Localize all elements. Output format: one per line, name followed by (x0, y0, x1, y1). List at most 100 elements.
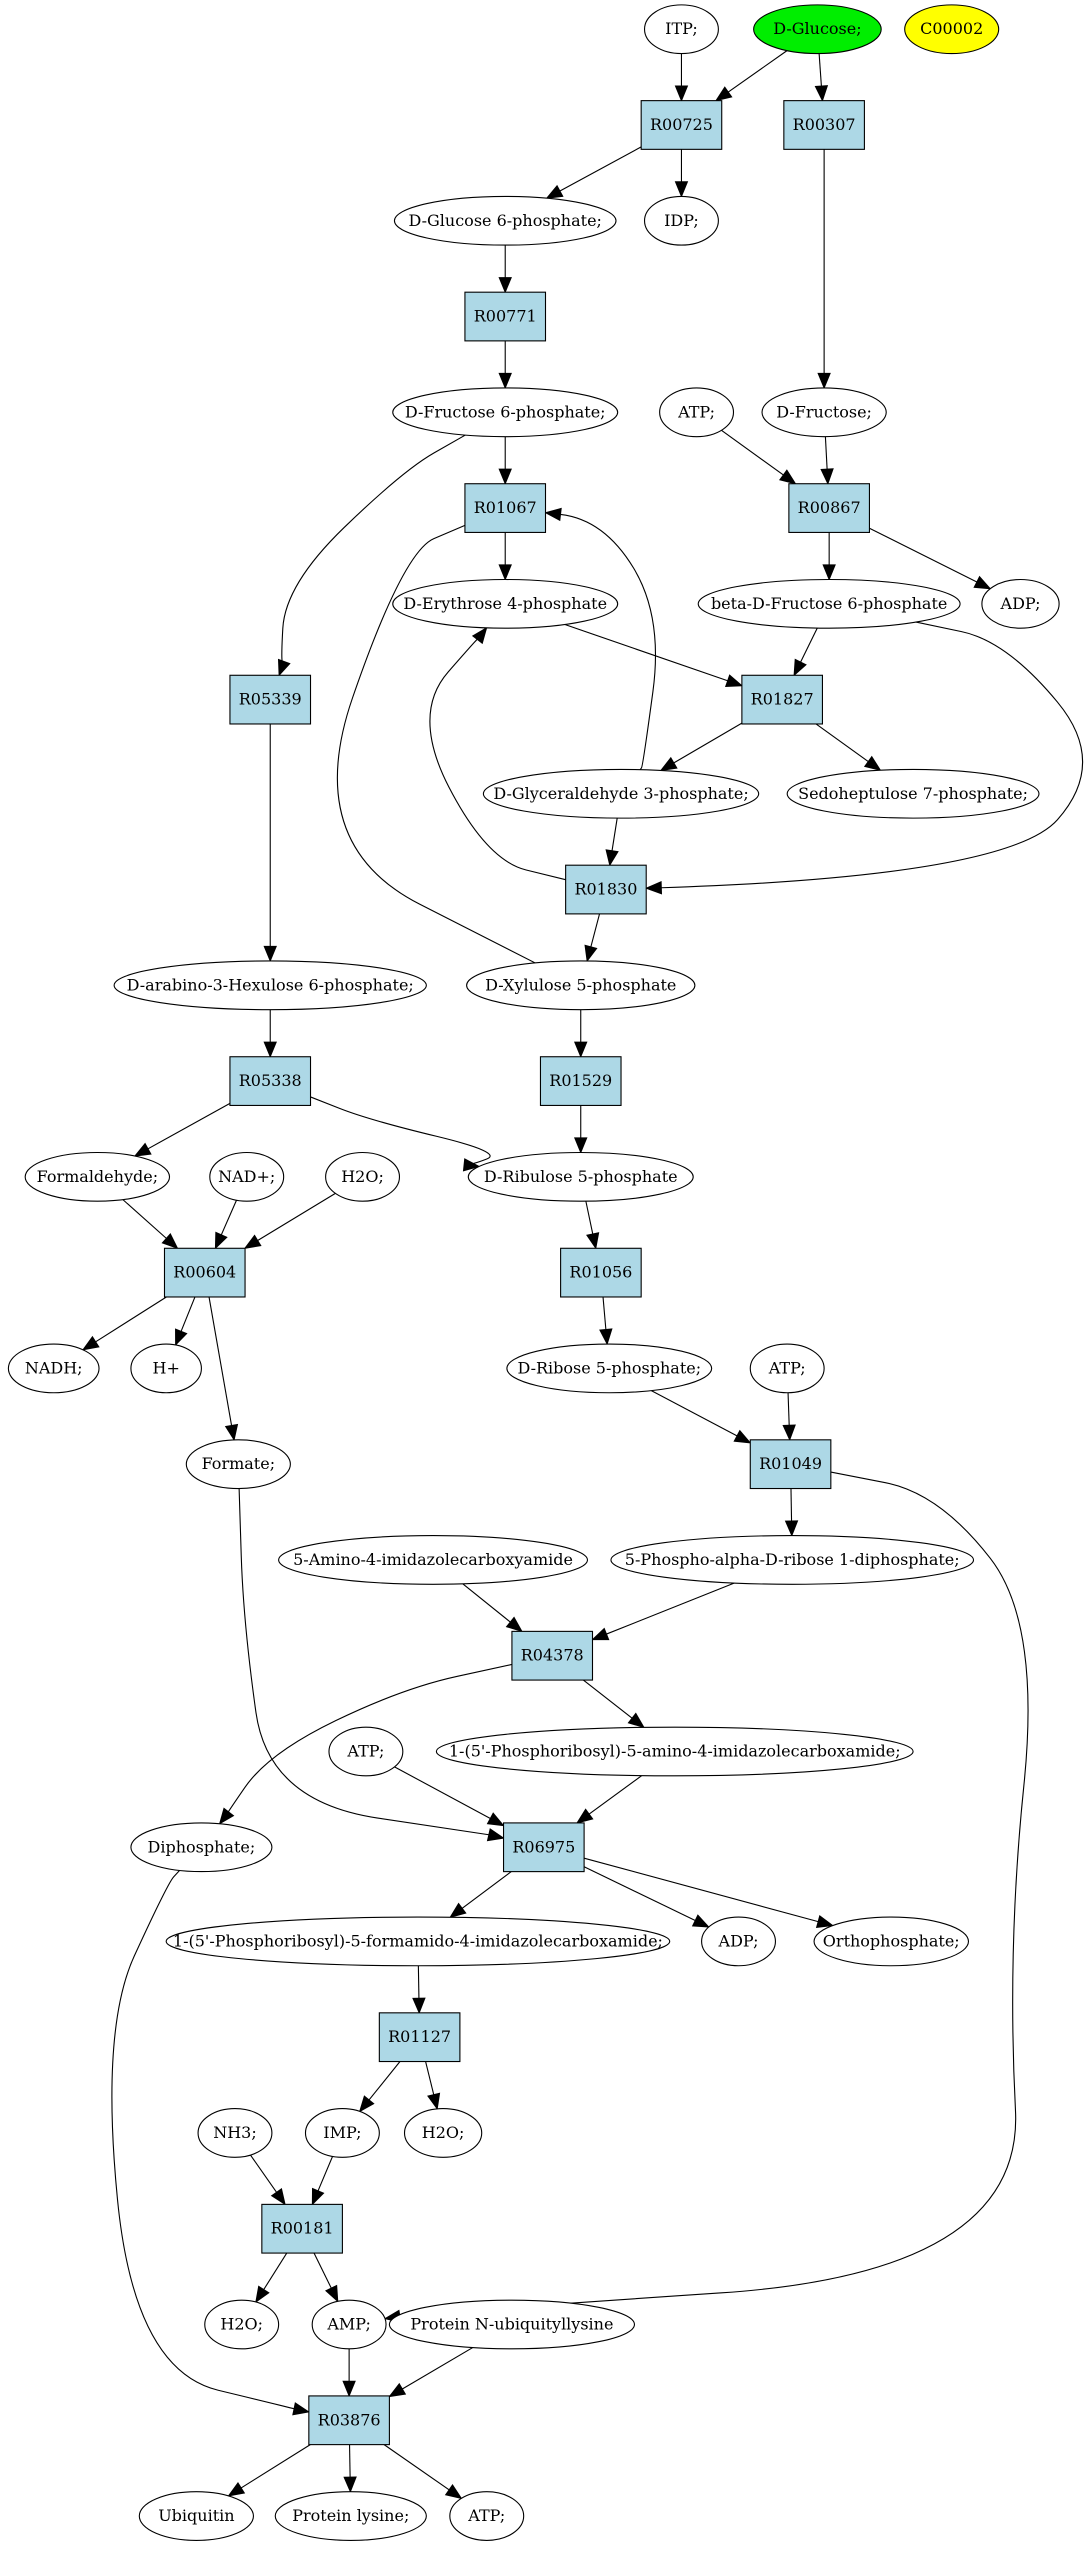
compound-node-atp3[interactable]: ATP; (328, 1726, 404, 1777)
compound-ellipse (311, 2299, 387, 2350)
compound-node-s7p[interactable]: Sedoheptulose 7-phosphate; (786, 768, 1040, 819)
reaction-node-r05339[interactable]: R05339 (229, 674, 312, 725)
compound-node-faicar[interactable]: 1-(5'-Phosphoribosyl)-5-formamido-4-imid… (165, 1916, 671, 1967)
edge-atp1-to-R00867 (721, 429, 784, 476)
compound-node-nadh[interactable]: NADH; (7, 1343, 100, 1394)
compound-node-aicar[interactable]: 1-(5'-Phosphoribosyl)-5-amino-4-imidazol… (435, 1726, 914, 1777)
arrowhead-ppi-to-R03876 (292, 2402, 311, 2416)
reaction-node-r00725[interactable]: R00725 (640, 100, 723, 150)
arrowhead-ga3p-to-R01067 (544, 507, 562, 522)
arrowhead-bf6p-to-R01830 (644, 881, 663, 895)
reaction-node-r00307[interactable]: R00307 (783, 100, 865, 150)
compound-node-ru5p[interactable]: D-Ribulose 5-phosphate (467, 1151, 694, 1202)
compound-label: ATP; (467, 2506, 505, 2525)
compound-node-plys[interactable]: Protein lysine; (274, 2491, 427, 2541)
compound-node-nh3[interactable]: NH3; (197, 2108, 273, 2158)
compound-ellipse (113, 960, 427, 1011)
reaction-node-r05338[interactable]: R05338 (229, 1056, 312, 1106)
compound-node-ubq[interactable]: Ubiquitin (138, 2491, 254, 2541)
compound-ellipse (435, 1726, 914, 1777)
compound-node-atp2[interactable]: ATP; (749, 1343, 825, 1394)
compound-node-formate[interactable]: Formate; (185, 1439, 291, 1490)
reaction-node-r01830[interactable]: R01830 (565, 864, 647, 915)
compound-node-adp2[interactable]: ADP; (701, 1916, 776, 1967)
edge-aicar-to-R06975 (588, 1775, 643, 1815)
compound-node-nad[interactable]: NAD+; (209, 1151, 285, 1202)
reaction-label: R01827 (751, 690, 814, 709)
compound-node-f6p[interactable]: D-Fructose 6-phosphate; (392, 387, 619, 438)
compound-node-e4p[interactable]: D-Erythrose 4-phosphate (392, 578, 619, 629)
compound-node-h2o3[interactable]: H2O; (204, 2299, 280, 2350)
reaction-node-r00867[interactable]: R00867 (788, 483, 870, 533)
compound-ellipse (753, 4, 882, 55)
compound-node-h2o1[interactable]: H2O; (325, 1151, 401, 1202)
reaction-node-r04378[interactable]: R04378 (511, 1630, 594, 1681)
reaction-node-r00181[interactable]: R00181 (261, 2203, 343, 2254)
reaction-node-r01049[interactable]: R01049 (749, 1439, 832, 1490)
reaction-box (464, 483, 547, 533)
compound-node-hu6p[interactable]: D-arabino-3-Hexulose 6-phosphate; (113, 960, 427, 1011)
reaction-node-r01529[interactable]: R01529 (539, 1056, 622, 1106)
reaction-node-r06975[interactable]: R06975 (502, 1822, 585, 1873)
arrowhead-R00725-to-idp (674, 181, 689, 198)
compound-ellipse (304, 2108, 380, 2158)
reaction-node-r01056[interactable]: R01056 (560, 1247, 642, 1298)
compound-node-adp1[interactable]: ADP; (981, 578, 1060, 629)
edge-atp2-to-R01049 (787, 1392, 790, 1426)
compound-ellipse (643, 4, 719, 55)
arrowhead-pnub-to-R03876 (388, 2382, 407, 2398)
reaction-node-r00604[interactable]: R00604 (163, 1247, 246, 1298)
compound-node-xu5p[interactable]: D-Xylulose 5-phosphate (466, 960, 696, 1011)
compound-ellipse (24, 1151, 171, 1202)
compound-node-aica[interactable]: 5-Amino-4-imidazolecarboxyamide (278, 1535, 589, 1585)
compound-node-g6p[interactable]: D-Glucose 6-phosphate; (393, 195, 617, 246)
compound-node-h2o2[interactable]: H2O; (403, 2108, 483, 2158)
arrowhead-hcho-to-R00604 (161, 1233, 179, 1250)
compound-node-bf6p[interactable]: beta-D-Fructose 6-phosphate (697, 578, 961, 629)
compound-label: D-Fructose 6-phosphate; (405, 402, 606, 421)
arrowhead-amp-to-R03876 (342, 2380, 356, 2398)
compound-node-atp4[interactable]: ATP; (449, 2491, 525, 2541)
compound-node-itp[interactable]: ITP; (643, 4, 719, 55)
compound-node-idp[interactable]: IDP; (643, 195, 719, 246)
reaction-node-r01127[interactable]: R01127 (378, 2012, 461, 2063)
reaction-node-r00771[interactable]: R00771 (464, 291, 547, 342)
arrowhead-g6p-to-R00771 (498, 277, 512, 294)
arrowhead-R05338-to-ru5p (462, 1158, 481, 1172)
edge-R06975-to-pi (583, 1857, 819, 1923)
compound-ellipse (610, 1535, 975, 1585)
arrowhead-xu5p-to-R01529 (574, 1041, 588, 1059)
reaction-node-r01067[interactable]: R01067 (464, 483, 547, 533)
compound-node-atp1[interactable]: ATP; (659, 387, 735, 438)
arrowhead-R00867-to-adp1 (973, 575, 992, 590)
compound-node-r5p[interactable]: D-Ribose 5-phosphate; (506, 1343, 713, 1394)
reaction-node-r03876[interactable]: R03876 (308, 2395, 390, 2446)
edge-R01049-to-prpp (790, 1488, 793, 1521)
compound-ellipse (278, 1535, 589, 1585)
compound-node-imp[interactable]: IMP; (304, 2108, 380, 2158)
compound-node-glc[interactable]: D-Glucose; (753, 4, 882, 55)
compound-node-pi[interactable]: Orthophosphate; (813, 1916, 970, 1967)
compound-node-ga3p[interactable]: D-Glyceraldehyde 3-phosphate; (482, 768, 760, 819)
compound-label: ITP; (665, 19, 698, 38)
compound-node-fru[interactable]: D-Fructose; (761, 387, 887, 438)
edge-glc-to-R00307 (818, 53, 822, 87)
compound-node-prpp[interactable]: 5-Phospho-alpha-D-ribose 1-diphosphate; (610, 1535, 975, 1585)
edge-R00725-to-g6p (559, 146, 642, 192)
edge-R03876-to-ubq (240, 2444, 311, 2489)
reaction-node-r01827[interactable]: R01827 (741, 674, 823, 725)
compound-node-ppi[interactable]: Diphosphate; (130, 1822, 273, 1873)
compound-label: Formaldehyde; (37, 1167, 159, 1186)
compound-node-pnub[interactable]: Protein N-ubiquityllysine (388, 2299, 636, 2350)
edge-R01056-to-r5p (602, 1296, 607, 1330)
compound-ellipse (449, 2491, 525, 2541)
compound-node-amp[interactable]: AMP; (311, 2299, 387, 2350)
reaction-box (229, 674, 312, 725)
compound-node-hcho[interactable]: Formaldehyde; (24, 1151, 171, 1202)
compound-label: ADP; (718, 1931, 759, 1950)
compound-node-hplus[interactable]: H+ (130, 1343, 202, 1394)
edge-nh3-to-R00181 (250, 2154, 278, 2193)
edge-R00867-to-adp1 (869, 527, 978, 583)
compound-node-c2[interactable]: C00002 (904, 4, 1000, 55)
